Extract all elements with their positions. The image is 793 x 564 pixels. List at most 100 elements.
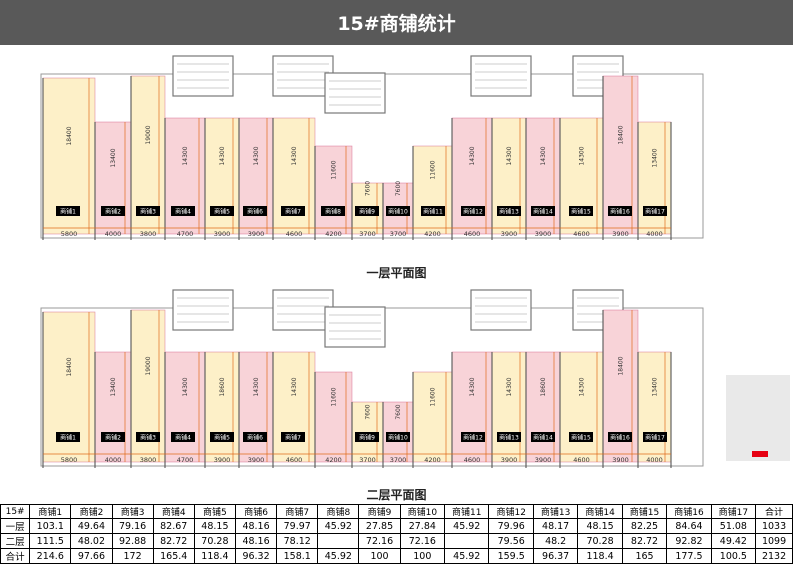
width-label: 4600 [573,230,590,238]
page-title: 15#商铺统计 [0,0,793,45]
shop-area [637,351,672,463]
shop-area [238,117,274,235]
shop-area [272,351,316,463]
table-header-cell: 商铺14 [577,504,623,519]
floor1-caption: 一层平面图 [366,266,427,280]
table-header-cell: 15# [0,504,31,519]
table-header-cell: 商铺2 [70,504,113,519]
table-cell: 96.37 [532,548,579,564]
width-label: 3900 [501,230,518,238]
table-cell: 82.25 [621,518,668,534]
shop-area [491,117,527,235]
shop-tag-bg [643,206,667,216]
shop-tag: 商铺9 [359,434,375,442]
depth-label: 14300 [579,146,586,165]
width-label: 4600 [286,456,303,464]
table-cell: 92.88 [111,533,154,549]
shop-area [637,121,672,235]
depth-label: 18400 [618,356,625,375]
table-header-cell: 商铺10 [399,504,446,519]
shop-tag: 商铺12 [463,208,483,216]
table-cell: 214.6 [29,548,72,564]
table-cell: 158.1 [276,548,319,564]
width-label: 4700 [177,456,194,464]
table-cell: 45.92 [317,548,360,564]
depth-label: 14300 [182,146,189,165]
table-cell: 103.1 [29,518,72,534]
shop-tag-bg [497,206,521,216]
table-header-cell: 商铺4 [152,504,195,519]
shop-area [559,351,604,463]
table-cell: 92.82 [666,533,712,549]
table-cell: 78.12 [276,533,319,549]
table-cell: 2132 [755,548,793,564]
depth-label: 11600 [331,387,338,406]
shop-tag: 商铺12 [463,434,483,442]
width-label: 3800 [140,456,157,464]
table-cell: 48.15 [577,518,623,534]
width-label: 3700 [359,230,376,238]
shop-tag: 商铺14 [533,434,553,442]
width-label: 4200 [424,230,441,238]
shop-tag: 商铺13 [499,208,519,216]
width-label: 3900 [612,230,629,238]
table-cell: 100 [399,548,446,564]
width-label: 3700 [390,230,407,238]
stair-core [324,72,386,114]
depth-label: 13400 [652,377,659,396]
shop-tag: 商铺10 [388,208,408,216]
shop-tag: 商铺4 [175,208,191,216]
table-cell: 96.32 [234,548,278,564]
width-label: 4600 [286,230,303,238]
table-cell: 48.16 [234,518,278,534]
table-cell: 97.66 [70,548,113,564]
table-cell: 79.96 [488,518,534,534]
floor2-caption: 二层平面图 [366,488,427,502]
shop-tag-bg [355,206,379,216]
table-cell: 1099 [755,533,793,549]
depth-label: 13400 [110,148,117,167]
shop-tag-bg [243,432,267,442]
table-cell [444,533,490,549]
width-label: 3700 [390,456,407,464]
table-header-cell: 商铺8 [317,504,360,519]
depth-label: 13400 [110,377,117,396]
shop-tag-bg [281,432,305,442]
table-cell: 48.02 [70,533,113,549]
table-cell: 70.28 [577,533,623,549]
depth-label: 18600 [540,377,547,396]
table-cell: 100 [358,548,401,564]
shop-tag-bg [569,206,593,216]
depth-label: 7600 [395,404,402,419]
table-cell: 一层 [0,518,31,534]
shop-tag-bg [321,206,345,216]
table-cell: 48.2 [532,533,579,549]
table-cell [317,533,360,549]
depth-label: 18400 [618,125,625,144]
depth-label: 14300 [253,146,260,165]
table-cell: 48.17 [532,518,579,534]
shop-tag-bg [56,432,80,442]
width-label: 4200 [325,230,342,238]
width-label: 3900 [248,230,265,238]
shop-tag: 商铺9 [359,208,375,216]
shop-tag: 商铺7 [285,434,301,442]
shop-tag-bg [569,432,593,442]
depth-label: 14300 [469,377,476,396]
stair-core [272,55,334,97]
shop-tag: 商铺8 [325,208,341,216]
shop-tag: 商铺15 [571,208,591,216]
shop-area [94,351,132,463]
table-cell: 84.64 [666,518,712,534]
shop-tag: 商铺10 [388,434,408,442]
shop-area [314,371,353,463]
stair-core [324,306,386,348]
shop-area [491,351,527,463]
shop-tag-bg [243,206,267,216]
table-header-cell: 商铺11 [444,504,490,519]
shop-tag: 商铺1 [60,208,76,216]
